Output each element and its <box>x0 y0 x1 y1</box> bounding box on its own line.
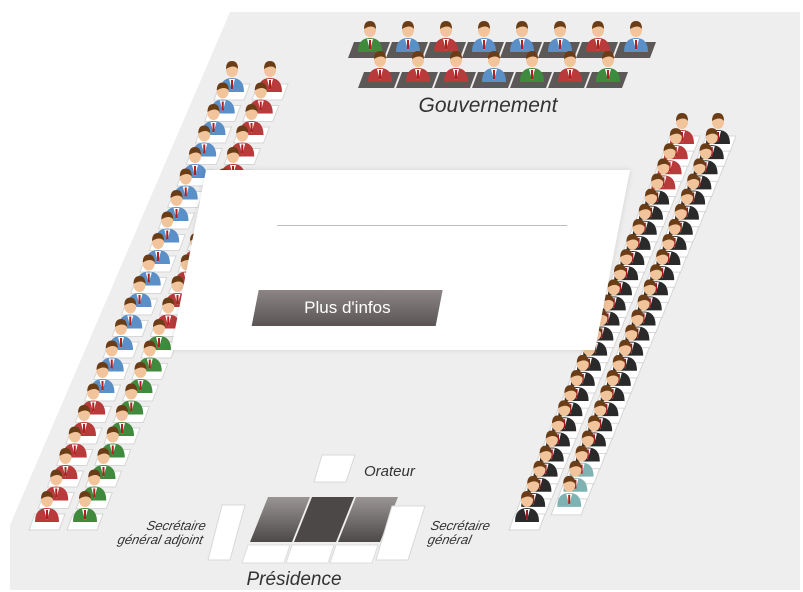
member-icon-34[interactable] <box>44 469 69 501</box>
member-icon-20[interactable] <box>173 168 198 200</box>
more-info-label: Plus d'infos <box>303 298 391 317</box>
member-icon-10[interactable] <box>444 51 468 82</box>
member-icon-12[interactable] <box>520 51 544 82</box>
presidency-seat-1[interactable] <box>250 497 310 542</box>
member-icon-0[interactable] <box>358 21 382 52</box>
presidency-front-3 <box>329 544 379 564</box>
member-icon-35[interactable] <box>35 491 59 522</box>
info-panel: Plus d'infos <box>171 170 631 350</box>
member-icon-51[interactable] <box>119 383 144 415</box>
member-icon-7[interactable] <box>624 21 648 52</box>
presidency-front-1 <box>241 544 291 564</box>
presidency-front-2 <box>285 544 335 564</box>
member-icon-14[interactable] <box>596 51 620 82</box>
info-divider <box>277 225 568 226</box>
secretary-label-line2: général <box>426 532 474 547</box>
member-icon-56[interactable] <box>73 491 97 522</box>
member-icon-4[interactable] <box>510 21 534 52</box>
presidency-seat-2[interactable] <box>294 497 354 542</box>
deputy-secretary-label-line2: général adjoint <box>116 532 206 547</box>
member-icon-6[interactable] <box>586 21 610 52</box>
secretary-general-seat[interactable] <box>375 505 426 561</box>
secretary-general-label: Secrétaire général <box>426 518 491 547</box>
member-icon-107[interactable] <box>557 475 582 507</box>
speaker-seat[interactable] <box>313 454 356 483</box>
presidency-label: Présidence <box>246 569 341 590</box>
secretary-label-line1: Secrétaire <box>429 518 491 533</box>
member-icon-1[interactable] <box>396 21 420 52</box>
member-icon-27[interactable] <box>109 319 133 350</box>
member-icon-32[interactable] <box>62 426 87 458</box>
member-icon-5[interactable] <box>548 21 572 52</box>
speaker-label: Orateur <box>364 463 416 480</box>
member-icon-26[interactable] <box>118 297 143 329</box>
member-icon-13[interactable] <box>558 51 582 82</box>
presidency-bench <box>207 454 426 564</box>
member-icon-29[interactable] <box>90 362 115 393</box>
member-icon-11[interactable] <box>482 51 506 82</box>
member-icon-9[interactable] <box>406 51 430 82</box>
presidency-seat-3[interactable] <box>338 497 398 542</box>
more-info-button[interactable]: Plus d'infos <box>251 290 443 326</box>
deputy-secretary-label-line1: Secrétaire <box>145 518 207 533</box>
member-icon-82[interactable] <box>515 491 539 522</box>
deputy-secretary-general-label: Secrétaire général adjoint <box>116 518 207 547</box>
member-icon-8[interactable] <box>368 51 392 82</box>
deputy-secretary-seat[interactable] <box>207 504 246 561</box>
member-icon-28[interactable] <box>99 340 124 372</box>
government-label: Gouvernement <box>419 94 559 117</box>
member-icon-3[interactable] <box>472 21 496 52</box>
member-icon-21[interactable] <box>164 190 189 221</box>
member-icon-2[interactable] <box>434 21 458 52</box>
member-icon-15[interactable] <box>220 61 244 92</box>
